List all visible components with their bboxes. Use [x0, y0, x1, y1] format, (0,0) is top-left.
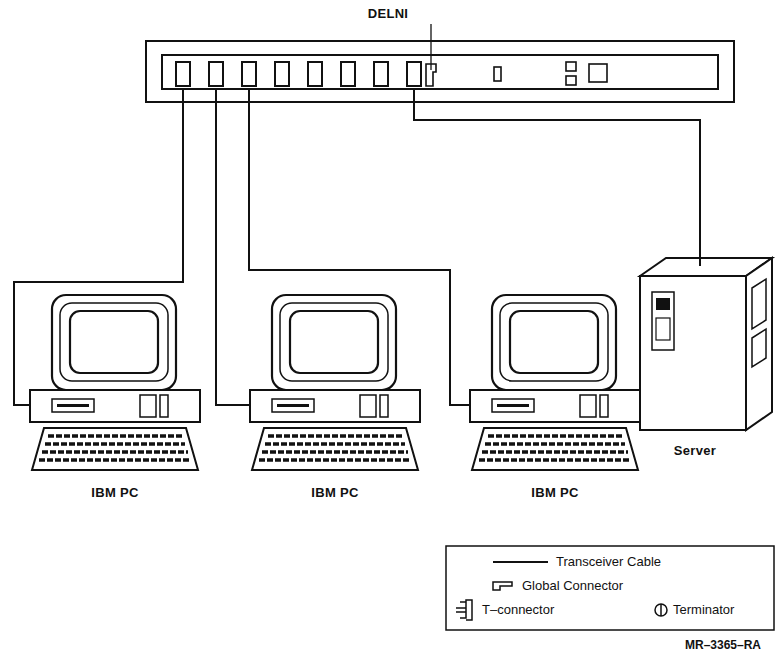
- legend-entry: Transceiver Cable: [556, 554, 661, 569]
- server-panel: [656, 318, 670, 340]
- port-slot: [308, 62, 322, 86]
- drive: [492, 399, 534, 412]
- port-slot: [374, 62, 388, 86]
- screen: [290, 311, 378, 373]
- drive: [360, 395, 376, 417]
- legend-samples: [456, 562, 667, 620]
- server-side: [746, 258, 772, 430]
- monitor-bezel: [60, 303, 168, 381]
- drive: [52, 399, 94, 412]
- power-switch: [589, 64, 607, 82]
- monitor: [272, 295, 396, 390]
- key-row: [265, 442, 405, 446]
- server-panel: [652, 292, 674, 350]
- port-slot: [242, 62, 256, 86]
- pc-node: IBM PC: [470, 295, 640, 500]
- terminator-sample: [655, 604, 667, 616]
- delni-box: DELNI: [145, 40, 735, 103]
- keyboard: [32, 428, 198, 470]
- monitor-bezel: [280, 303, 388, 381]
- monitor: [52, 295, 176, 390]
- drive-slot: [277, 404, 309, 407]
- figure-number: MR–3365–RA: [685, 638, 761, 652]
- legend-text: T–connector: [482, 602, 554, 617]
- drive: [600, 395, 608, 417]
- screen: [70, 311, 158, 373]
- pc-illustration: [470, 295, 640, 470]
- pc-node: IBM PC: [250, 295, 420, 500]
- key-row: [42, 450, 188, 454]
- drive-slot: [497, 404, 529, 407]
- port-slot: [209, 62, 223, 86]
- delni-illustration: [146, 24, 734, 102]
- transceiver-cable: [216, 89, 250, 405]
- node-label: IBM PC: [91, 485, 138, 500]
- screen: [510, 311, 598, 373]
- node-label: IBM PC: [531, 485, 578, 500]
- drive: [272, 399, 314, 412]
- indicator: [494, 67, 501, 81]
- legend-text: Global Connector: [522, 578, 623, 593]
- keyboard: [252, 428, 418, 470]
- pc-node: IBM PC: [30, 295, 200, 500]
- node-label: Server: [674, 443, 716, 458]
- leader-line: [430, 24, 431, 70]
- transceiver-cable: [414, 89, 700, 266]
- switch: [566, 62, 576, 71]
- drive-slot: [57, 404, 89, 407]
- delni-panel: [162, 55, 718, 89]
- key-row: [262, 450, 408, 454]
- key-row: [479, 458, 631, 462]
- key-row: [48, 434, 182, 438]
- system-unit: [250, 390, 420, 422]
- port-slot: [341, 62, 355, 86]
- delni-outer: [146, 41, 734, 102]
- legend-text: Transceiver Cable: [556, 554, 661, 569]
- port-slot: [407, 62, 421, 86]
- legend-entry: Global Connector: [522, 578, 623, 593]
- global-connector-sample: [493, 582, 512, 590]
- keyboard: [472, 428, 638, 470]
- drive: [140, 395, 156, 417]
- legend-entry: Terminator: [673, 602, 734, 617]
- drive: [380, 395, 388, 417]
- server-side-panel: [752, 279, 766, 329]
- transceiver-cable: [14, 89, 183, 405]
- key-row: [259, 458, 411, 462]
- legend-box: [446, 546, 774, 630]
- key-row: [485, 442, 625, 446]
- switch: [566, 76, 576, 85]
- drive: [580, 395, 596, 417]
- t-connector-sample: [456, 600, 472, 620]
- cable-sample: [493, 561, 548, 563]
- server-front: [640, 276, 746, 430]
- port-slot: [275, 62, 289, 86]
- node-label: DELNI: [368, 6, 409, 21]
- key-row: [45, 442, 185, 446]
- key-row: [268, 434, 402, 438]
- monitor-bezel: [500, 303, 608, 381]
- pc-illustration: [30, 295, 200, 470]
- system-unit: [470, 390, 640, 422]
- key-row: [488, 434, 622, 438]
- server-node: Server: [640, 258, 774, 458]
- transceiver-cable: [249, 89, 470, 405]
- drive: [160, 395, 168, 417]
- system-unit: [30, 390, 200, 422]
- pc-illustration: [250, 295, 420, 470]
- legend-entry: T–connector: [482, 602, 554, 617]
- node-label: IBM PC: [311, 485, 358, 500]
- server-side-panel: [752, 329, 766, 367]
- port-slot: [176, 62, 190, 86]
- terminator-sample: [660, 604, 662, 616]
- monitor: [492, 295, 616, 390]
- key-row: [39, 458, 191, 462]
- key-row: [482, 450, 628, 454]
- server-panel: [656, 298, 670, 310]
- server-illustration: [640, 258, 772, 430]
- legend-text: Terminator: [673, 602, 734, 617]
